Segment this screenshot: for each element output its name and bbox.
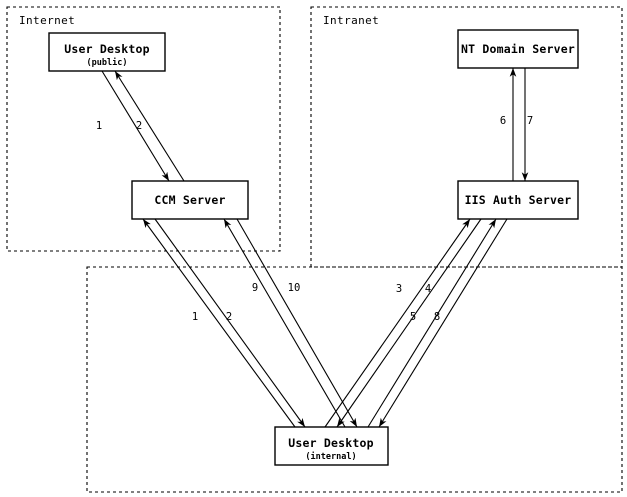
step-label-2-public: 2 — [136, 120, 142, 132]
step-label-4: 4 — [425, 283, 431, 295]
flow-line-step-4 — [336, 218, 482, 428]
node-user-desktop-internal[interactable]: User Desktop (internal) — [274, 426, 389, 466]
flow-step-labels: 1 2 1 2 3 4 5 6 7 8 9 10 — [96, 115, 533, 323]
node-user-desktop-public-label: User Desktop — [64, 42, 149, 56]
step-label-5: 5 — [410, 311, 416, 323]
flow-public-desktop-ccm — [101, 70, 185, 182]
node-nt-domain-server-rect[interactable] — [457, 29, 579, 69]
flow-internal-desktop-iis-58 — [367, 218, 508, 428]
zone-label-internet: Internet — [19, 14, 75, 27]
node-user-desktop-public-sublabel: (public) — [87, 57, 128, 68]
step-label-6: 6 — [500, 115, 506, 127]
step-label-8: 8 — [434, 311, 440, 323]
node-nt-domain-server[interactable]: NT Domain Server — [457, 29, 579, 69]
flow-line-step-1-internal — [142, 218, 296, 428]
flow-internal-desktop-iis-34 — [324, 218, 482, 428]
node-user-desktop-internal-label: User Desktop — [288, 436, 373, 450]
flow-iis-ntdomain — [509, 68, 529, 181]
flow-line-step-2-internal — [154, 218, 306, 428]
node-user-desktop-internal-rect[interactable] — [274, 426, 389, 466]
flow-line-step-10 — [236, 218, 358, 428]
node-iis-auth-server[interactable]: IIS Auth Server — [457, 180, 579, 220]
node-ccm-server[interactable]: CCM Server — [131, 180, 249, 220]
node-user-desktop-public-rect[interactable] — [48, 32, 166, 72]
node-user-desktop-public[interactable]: User Desktop (public) — [48, 32, 166, 72]
step-label-3: 3 — [396, 283, 402, 295]
flow-line-step-9 — [223, 218, 346, 428]
zone-boundaries — [6, 6, 623, 493]
step-label-9: 9 — [252, 282, 258, 294]
zone-label-intranet: Intranet — [323, 14, 379, 27]
step-label-2-internal: 2 — [226, 311, 232, 323]
step-label-7: 7 — [527, 115, 533, 127]
node-iis-auth-server-rect[interactable] — [457, 180, 579, 220]
node-ccm-server-label: CCM Server — [154, 193, 225, 207]
flow-internal-desktop-ccm-12 — [142, 218, 306, 428]
flow-line-step-2-public — [114, 70, 185, 182]
node-user-desktop-internal-sublabel: (internal) — [305, 451, 356, 462]
flow-line-step-5 — [367, 218, 497, 428]
step-label-1-public: 1 — [96, 120, 102, 132]
flow-line-step-1-public — [101, 70, 170, 182]
node-ccm-server-rect[interactable] — [131, 180, 249, 220]
flow-internal-desktop-ccm-910 — [223, 218, 358, 428]
flow-line-step-3 — [324, 218, 471, 428]
zone-internal-rect — [86, 266, 623, 493]
flow-line-step-8 — [378, 218, 508, 428]
step-label-10: 10 — [288, 282, 301, 294]
zone-internet-rect — [6, 6, 281, 252]
step-label-1-internal: 1 — [192, 311, 198, 323]
node-iis-auth-server-label: IIS Auth Server — [465, 193, 572, 207]
node-nt-domain-server-label: NT Domain Server — [461, 42, 575, 56]
